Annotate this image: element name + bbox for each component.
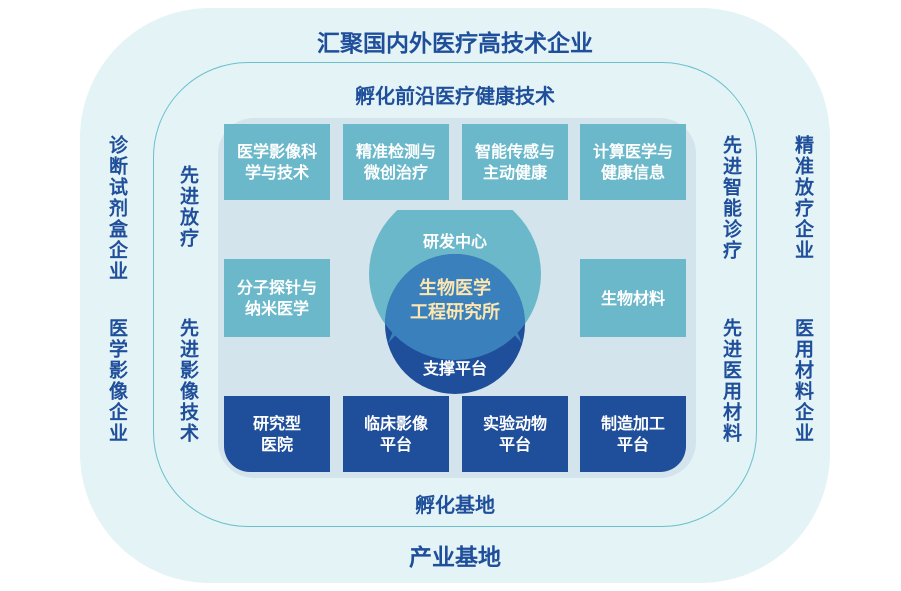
- biomedical-institute-label: 生物医学 工程研究所: [410, 278, 500, 323]
- platform-box-laboratory-animal: 实验动物 平台: [462, 396, 568, 472]
- outer-right-bottom-label: 医用材料企业: [792, 318, 814, 444]
- research-box-molecular-probe: 分子探针与 纳米医学: [224, 259, 330, 337]
- research-box-biomaterials: 生物材料: [580, 259, 686, 337]
- outer-left-top-label: 诊断试剂盒企业: [106, 135, 128, 282]
- middle-right-bottom-label: 先进医用材料: [720, 318, 742, 444]
- outer-title-bottom: 产业基地: [409, 545, 501, 571]
- research-box-smart-sensing: 智能传感与 主动健康: [462, 124, 568, 200]
- research-box-precision-detection: 精准检测与 微创治疗: [343, 124, 449, 200]
- research-box-computational-medicine: 计算医学与 健康信息: [580, 124, 686, 200]
- outer-right-top-label: 精准放疗企业: [792, 135, 814, 261]
- middle-left-top-label: 先进放疗: [177, 165, 199, 249]
- middle-title-bottom: 孵化基地: [415, 493, 495, 517]
- platform-box-research-hospital: 研究型 医院: [224, 396, 330, 472]
- middle-left-bottom-label: 先进影像技术: [177, 318, 199, 444]
- research-box-medical-imaging: 医学影像科 学与技术: [224, 124, 330, 200]
- outer-left-bottom-label: 医学影像企业: [106, 318, 128, 444]
- incubation-base-ring: [153, 62, 757, 527]
- middle-title-top: 孵化前沿医疗健康技术: [355, 84, 555, 108]
- rd-center-label: 研发中心: [422, 232, 487, 251]
- middle-right-top-label: 先进智能诊疗: [720, 135, 742, 261]
- outer-title-top: 汇聚国内外医疗高技术企业: [317, 31, 593, 57]
- support-platform-label: 支撑平台: [422, 359, 487, 378]
- platform-box-clinical-imaging: 临床影像 平台: [343, 396, 449, 472]
- platform-box-manufacturing: 制造加工 平台: [580, 396, 686, 472]
